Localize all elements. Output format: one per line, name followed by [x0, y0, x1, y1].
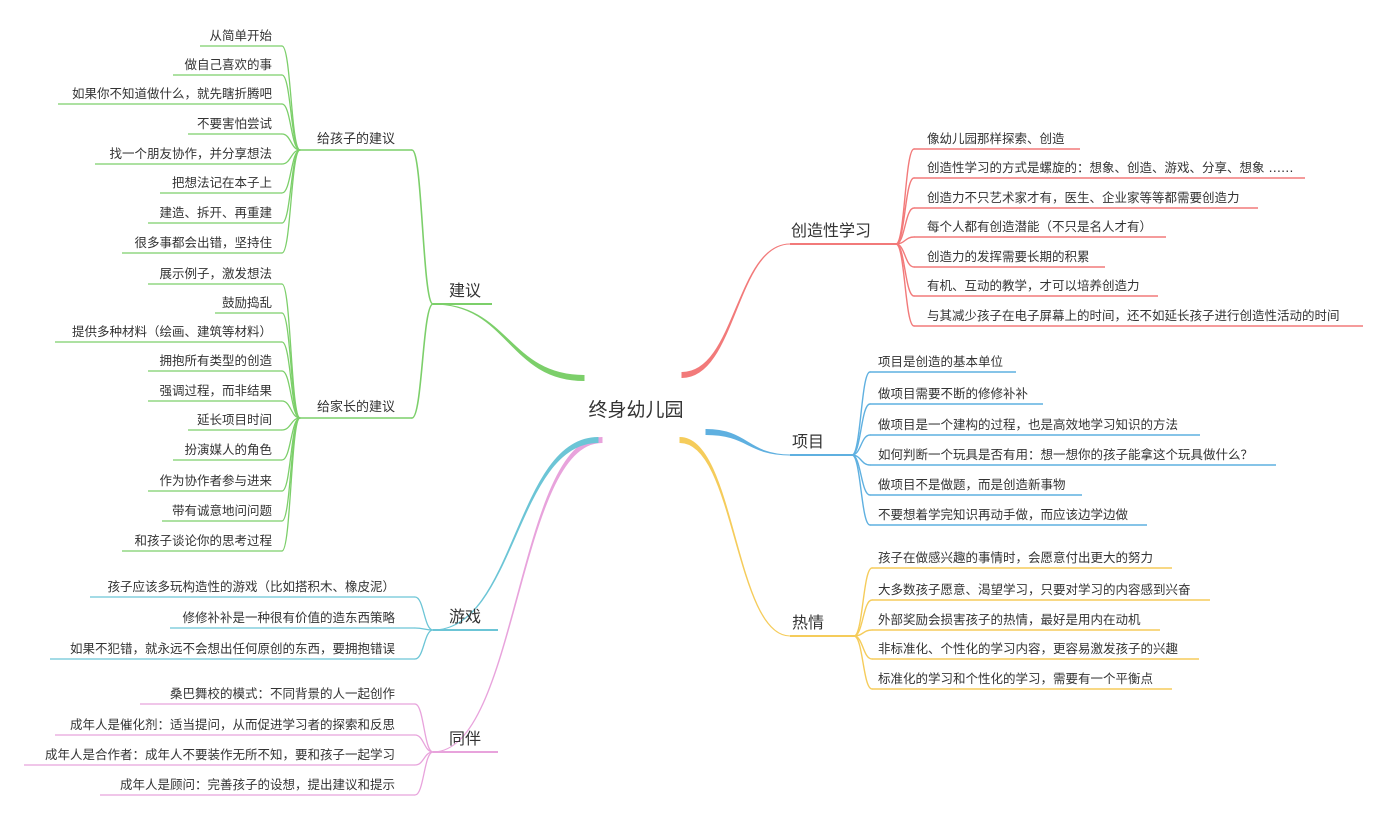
leaf-topic[interactable]: 从简单开始 — [209, 28, 272, 43]
leaf-connector — [414, 751, 434, 766]
leaf-topic[interactable]: 建造、拆开、再重建 — [159, 205, 272, 220]
leaf-topic[interactable]: 如果你不知道做什么，就先瞎折腾吧 — [72, 86, 273, 101]
leaf-topic[interactable]: 项目是创造的基本单位 — [878, 354, 1003, 369]
leaf-connector — [414, 596, 434, 631]
leaf-topic[interactable]: 很多事都会出错，坚持住 — [134, 235, 272, 250]
sub-connector — [411, 303, 434, 419]
sub-topic[interactable]: 给孩子的建议 — [317, 131, 395, 147]
leaf-topic[interactable]: 做项目是一个建构的过程，也是高效地学习知识的方法 — [878, 417, 1178, 432]
leaf-connector — [851, 371, 871, 456]
leaf-topic[interactable]: 成年人是合作者：成年人不要装作无所不知，要和孩子一起学习 — [45, 747, 395, 762]
leaf-connector — [281, 417, 301, 461]
leaf-topic[interactable]: 每个人都有创造潜能（不只是名人才有） — [927, 219, 1152, 234]
leaf-topic[interactable]: 创造力的发挥需要长期的积累 — [927, 249, 1090, 264]
leaf-topic[interactable]: 孩子应该多玩构造性的游戏（比如搭积木、橡皮泥） — [107, 579, 395, 594]
leaf-connector — [281, 45, 301, 151]
leaf-topic[interactable]: 创造力不只艺术家才有，医生、企业家等等都需要创造力 — [927, 190, 1240, 205]
leaf-connector — [281, 149, 301, 165]
leaf-connector — [281, 149, 301, 254]
leaf-topic[interactable]: 与其减少孩子在电子屏幕上的时间，还不如延长孩子进行创造性活动的时间 — [927, 308, 1340, 323]
leaf-topic[interactable]: 强调过程，而非结果 — [159, 383, 272, 398]
leaf-topic[interactable]: 标准化的学习和个性化的学习，需要有一个平衡点 — [878, 671, 1153, 686]
leaf-topic[interactable]: 带有诚意地问问题 — [172, 503, 273, 518]
sub-connector — [411, 149, 434, 305]
leaf-topic[interactable]: 大多数孩子愿意、渴望学习，只要对学习的内容感到兴奋 — [878, 582, 1191, 597]
leaf-connector — [853, 635, 873, 660]
leaf-topic[interactable]: 不要想着学完知识再动手做，而应该边学边做 — [878, 507, 1129, 522]
leaf-topic[interactable]: 拥抱所有类型的创造 — [159, 353, 272, 368]
leaf-connector — [851, 454, 871, 496]
leaf-topic[interactable]: 展示例子，激发想法 — [159, 266, 272, 281]
leaf-topic[interactable]: 延长项目时间 — [197, 412, 272, 427]
leaf-connector — [414, 751, 434, 796]
leaf-connector — [853, 635, 873, 690]
leaf-connector — [851, 454, 871, 526]
leaf-topic[interactable]: 提供多种材料（绘画、建筑等材料） — [72, 324, 272, 339]
root-topic[interactable]: 终身幼儿园 — [588, 399, 683, 421]
leaf-topic[interactable]: 如果不犯错，就永远不会想出任何原创的东西，要拥抱错误 — [70, 641, 396, 656]
branch-topic[interactable]: 创造性学习 — [791, 221, 871, 240]
branch-connector — [679, 436, 791, 637]
leaf-topic[interactable]: 创造性学习的方式是螺旋的：想象、创造、游戏、分享、想象 …… — [927, 160, 1293, 175]
branch-connector — [681, 243, 791, 379]
branch-topic[interactable]: 同伴 — [449, 729, 481, 748]
leaf-connector — [414, 703, 434, 753]
leaf-connector — [281, 149, 301, 194]
leaf-topic[interactable]: 把想法记在本子上 — [172, 175, 272, 190]
leaf-connector — [895, 177, 915, 245]
leaf-topic[interactable]: 孩子在做感兴趣的事情时，会愿意付出更大的努力 — [878, 550, 1153, 565]
leaf-topic[interactable]: 扮演媒人的角色 — [184, 442, 272, 457]
leaf-connector — [895, 243, 915, 268]
leaf-connector — [895, 148, 915, 245]
leaf-connector — [281, 74, 301, 151]
leaf-connector — [895, 243, 915, 297]
leaf-topic[interactable]: 做项目不是做题，而是创造新事物 — [878, 477, 1066, 492]
leaf-topic[interactable]: 做自己喜欢的事 — [184, 57, 272, 72]
leaf-topic[interactable]: 桑巴舞校的模式：不同背景的人一起创作 — [170, 686, 396, 701]
leaf-topic[interactable]: 不要害怕尝试 — [197, 116, 273, 131]
branch-topic[interactable]: 游戏 — [449, 607, 481, 626]
leaf-topic[interactable]: 外部奖励会损害孩子的热情，最好是用内在动机 — [878, 612, 1141, 627]
leaf-topic[interactable]: 像幼儿园那样探索、创造 — [927, 131, 1065, 146]
leaf-topic[interactable]: 非标准化、个性化的学习内容，更容易激发孩子的兴趣 — [878, 641, 1179, 656]
branch-topic[interactable]: 热情 — [792, 613, 824, 632]
leaf-topic[interactable]: 鼓励捣乱 — [222, 295, 272, 310]
leaf-topic[interactable]: 做项目需要不断的修修补补 — [878, 386, 1029, 401]
leaf-connector — [414, 629, 434, 660]
leaf-topic[interactable]: 作为协作者参与进来 — [159, 473, 272, 488]
sub-topic[interactable]: 给家长的建议 — [317, 399, 395, 415]
leaf-topic[interactable]: 成年人是催化剂：适当提问，从而促进学习者的探索和反思 — [70, 717, 395, 732]
leaf-connector — [281, 417, 301, 522]
leaf-topic[interactable]: 有机、互动的教学，才可以培养创造力 — [927, 278, 1140, 293]
branch-connector — [705, 428, 791, 456]
leaf-topic[interactable]: 修修补补是一种很有价值的造东西策略 — [182, 610, 395, 625]
leaf-connector — [853, 567, 873, 637]
leaf-topic[interactable]: 找一个朋友协作，并分享想法 — [109, 146, 272, 161]
branch-topic[interactable]: 建议 — [449, 281, 481, 300]
branch-connector — [432, 303, 585, 382]
branch-topic[interactable]: 项目 — [792, 432, 824, 451]
leaf-connector — [281, 149, 301, 224]
leaf-connector — [281, 283, 301, 419]
branch-connector — [432, 436, 603, 753]
leaf-topic[interactable]: 如何判断一个玩具是否有用：想一想你的孩子能拿这个玩具做什么？ — [878, 447, 1253, 462]
leaf-topic[interactable]: 成年人是顾问：完善孩子的设想，提出建议和提示 — [120, 777, 395, 792]
leaf-topic[interactable]: 和孩子谈论你的思考过程 — [134, 533, 272, 548]
